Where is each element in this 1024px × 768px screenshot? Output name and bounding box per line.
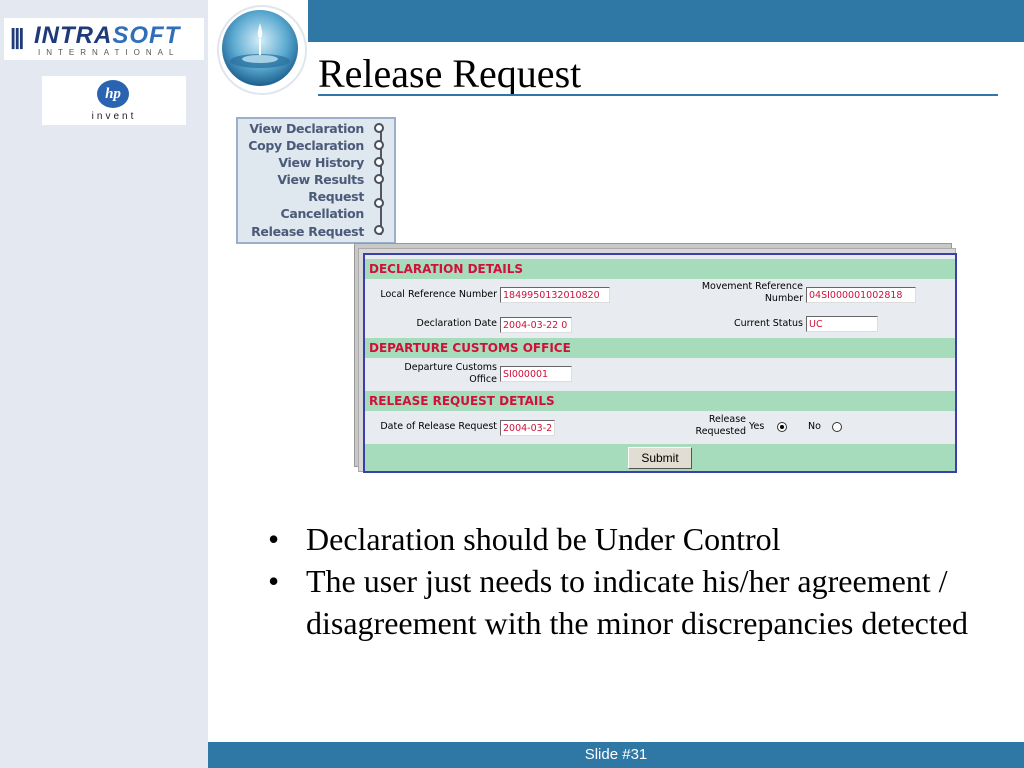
- current-status-label: Current Status: [734, 318, 803, 329]
- bullet-item: •Declaration should be Under Control: [268, 518, 968, 560]
- release-request-form: DECLARATION DETAILS Local Reference Numb…: [363, 253, 957, 473]
- menu-item-request[interactable]: Request: [308, 189, 364, 204]
- declaration-date-label: Declaration Date: [416, 318, 498, 329]
- water-drop-icon: [217, 5, 307, 95]
- intrasoft-subtitle: INTERNATIONAL: [38, 48, 180, 57]
- departure-customs-office-field[interactable]: SI000001: [500, 366, 572, 382]
- menu-node-icon: [374, 198, 384, 208]
- slide-number: Slide #31: [584, 746, 648, 763]
- release-requested-yes-radio[interactable]: [777, 422, 787, 432]
- section-declaration-details: DECLARATION DETAILS: [365, 259, 955, 279]
- intrasoft-wordmark: INTRASOFT: [34, 22, 181, 49]
- hp-tagline: invent: [91, 111, 137, 122]
- no-radio-label: No: [808, 421, 821, 432]
- section-departure-customs-office: DEPARTURE CUSTOMS OFFICE: [365, 338, 955, 358]
- action-menu: View Declaration Copy Declaration View H…: [236, 117, 396, 244]
- menu-item-view-declaration[interactable]: View Declaration: [249, 121, 364, 136]
- hp-logo: hp invent: [42, 76, 186, 125]
- current-status-field[interactable]: UC: [806, 316, 878, 332]
- bottom-banner: [208, 742, 1024, 768]
- submit-button[interactable]: Submit: [628, 447, 692, 469]
- date-of-release-request-field[interactable]: 2004-03-2: [500, 420, 555, 436]
- bullet-icon: •: [268, 521, 280, 557]
- intrasoft-bars-icon: |||: [10, 24, 25, 49]
- release-requested-no-radio[interactable]: [832, 422, 842, 432]
- menu-node-icon: [374, 123, 384, 133]
- title-underline: [318, 94, 998, 96]
- movement-reference-number-field[interactable]: 04SI000001002818: [806, 287, 916, 303]
- left-sidebar: [0, 0, 208, 768]
- menu-item-view-results[interactable]: View Results: [277, 172, 364, 187]
- menu-item-copy-declaration[interactable]: Copy Declaration: [248, 138, 364, 153]
- menu-node-icon: [374, 140, 384, 150]
- menu-item-cancellation[interactable]: Cancellation: [280, 206, 364, 221]
- date-of-release-request-label: Date of Release Request: [380, 421, 497, 432]
- bullet-item: •The user just needs to indicate his/her…: [268, 560, 968, 644]
- declaration-date-field[interactable]: 2004-03-22 0: [500, 317, 572, 333]
- top-banner: [208, 0, 1024, 42]
- menu-node-icon: [374, 225, 384, 235]
- hp-mark: hp: [97, 80, 129, 108]
- intrasoft-logo: ||| INTRASOFT INTERNATIONAL: [4, 18, 204, 60]
- yes-radio-label: Yes: [749, 421, 765, 432]
- bullet-list: •Declaration should be Under Control •Th…: [268, 518, 968, 644]
- menu-node-icon: [374, 174, 384, 184]
- section-release-request-details: RELEASE REQUEST DETAILS: [365, 391, 955, 411]
- local-reference-number-label: Local Reference Number: [380, 289, 497, 300]
- menu-item-view-history[interactable]: View History: [278, 155, 364, 170]
- local-reference-number-field[interactable]: 1849950132010820: [500, 287, 610, 303]
- menu-item-release-request[interactable]: Release Request: [251, 224, 364, 239]
- bullet-icon: •: [268, 563, 280, 599]
- slide-title: Release Request: [318, 51, 582, 96]
- menu-node-icon: [374, 157, 384, 167]
